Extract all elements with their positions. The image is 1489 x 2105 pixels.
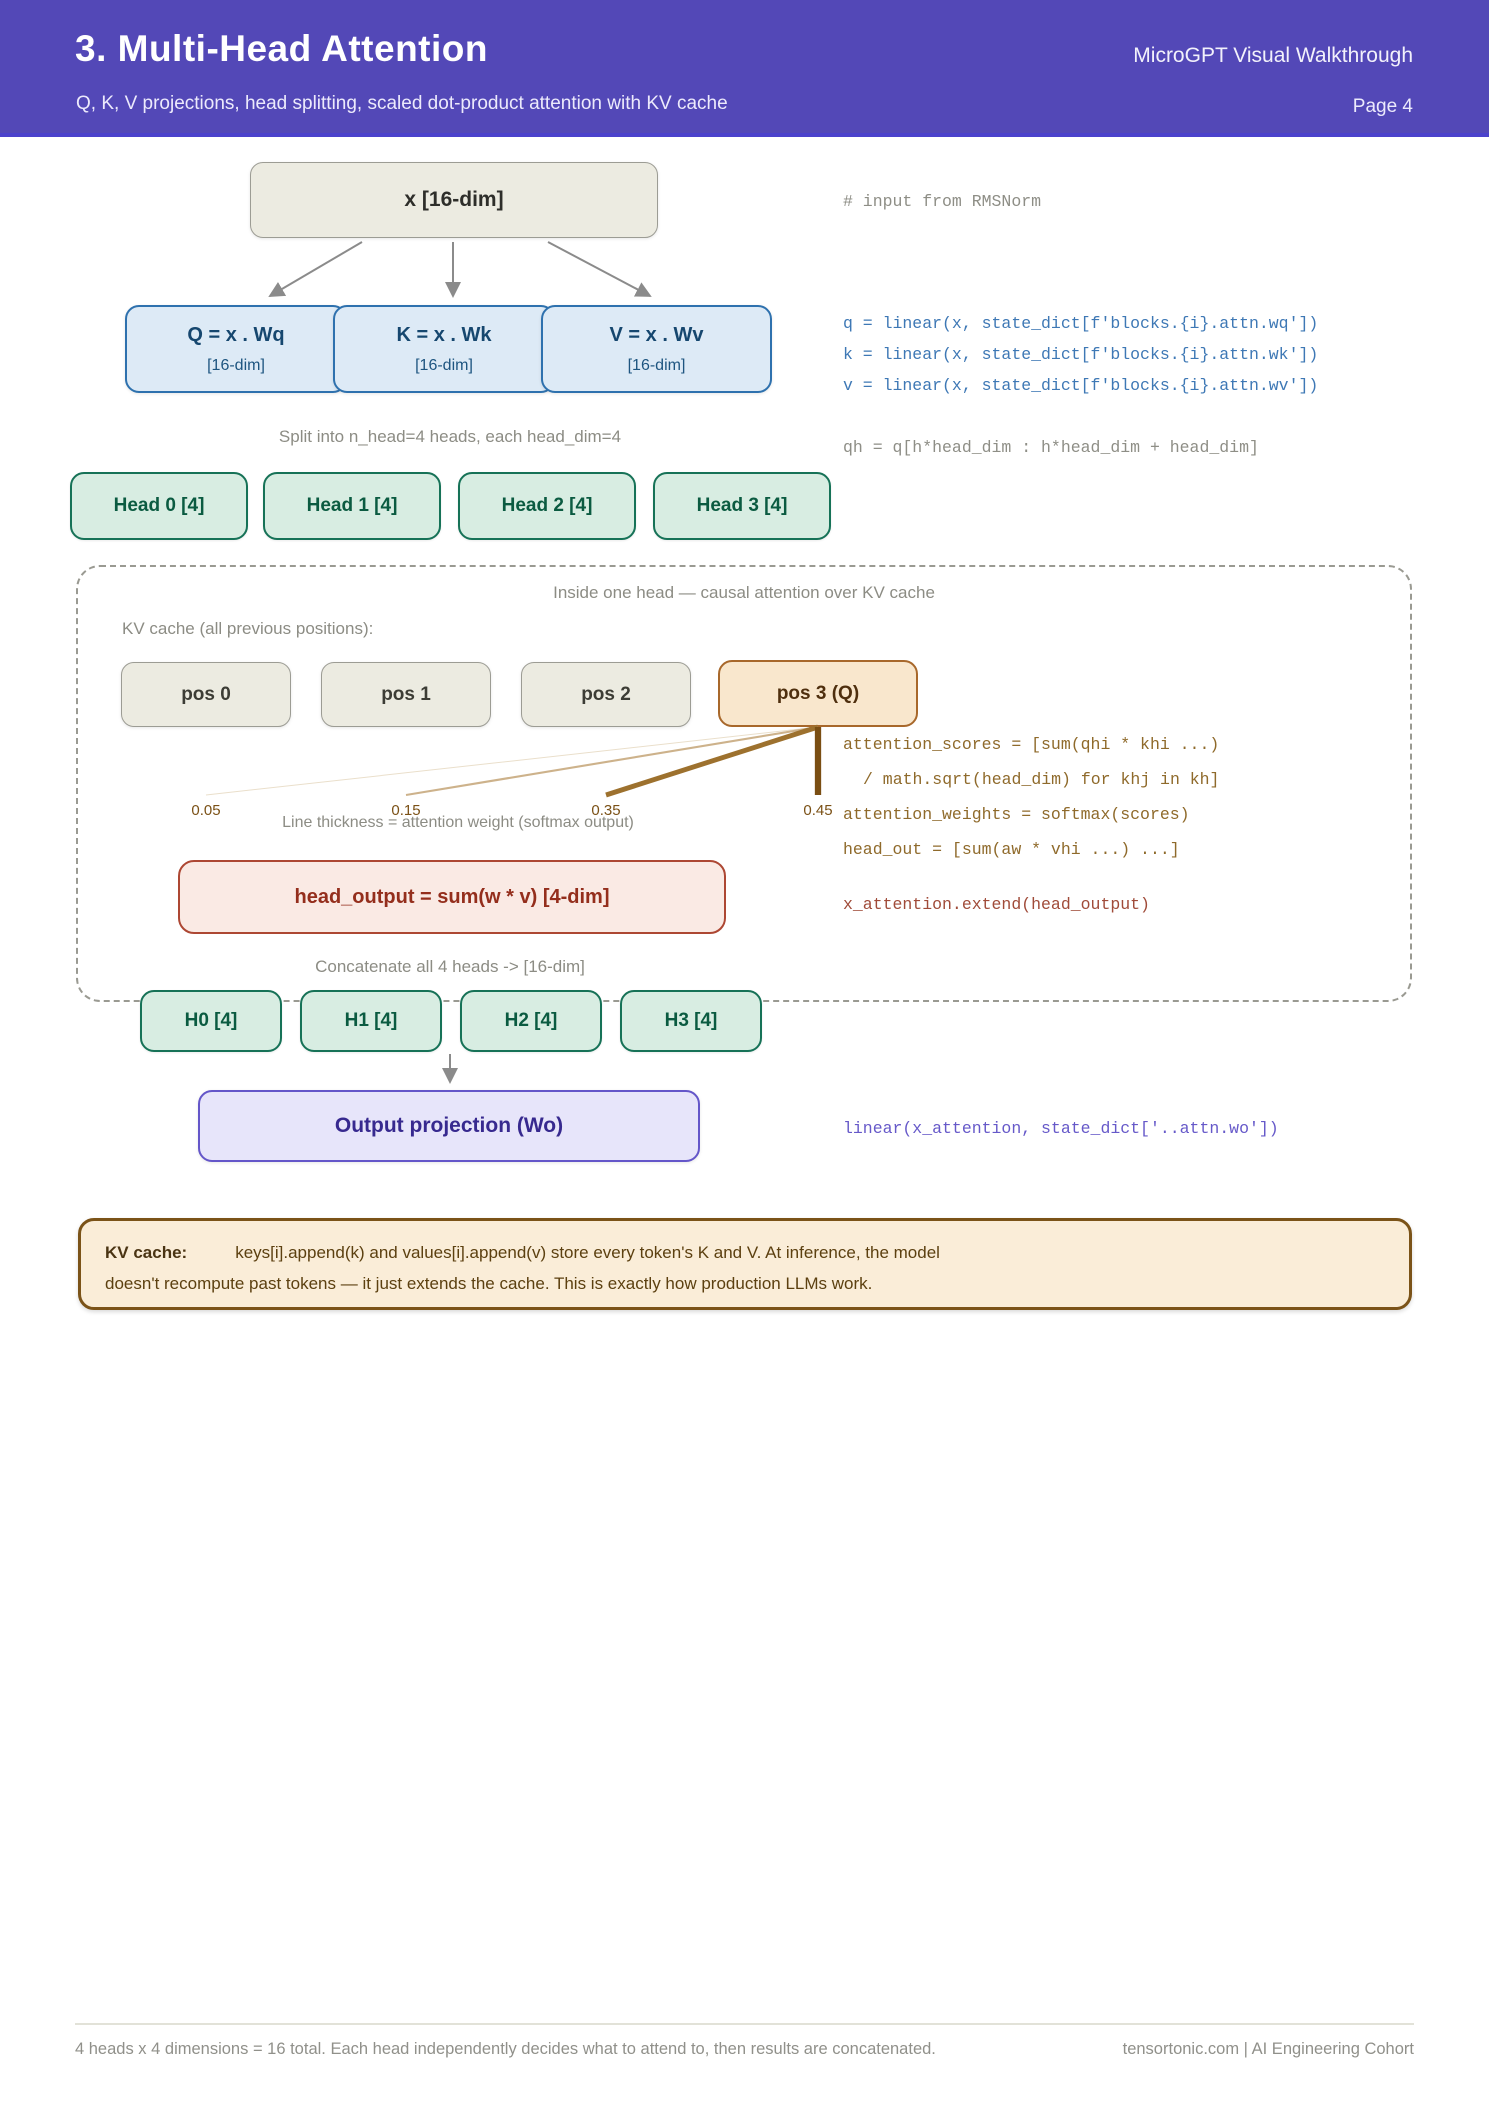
inside-head-container: Inside one head — causal attention over … <box>76 565 1412 1002</box>
projection-k-title: K = x . Wk <box>396 323 492 346</box>
callout-line-2: doesn't recompute past tokens — it just … <box>105 1268 1385 1299</box>
code-scores-line-1: attention_scores = [sum(qhi * khi ...) <box>843 735 1220 754</box>
concat-caption: Concatenate all 4 heads -> [16-dim] <box>315 957 585 976</box>
arrow-x-to-q <box>268 241 363 298</box>
projection-v-box: V = x . Wv [16-dim] <box>541 305 772 393</box>
page-number: Page 4 <box>1352 96 1413 117</box>
page-subtitle: Q, K, V projections, head splitting, sca… <box>76 93 728 114</box>
split-caption: Split into n_head=4 heads, each head_dim… <box>278 427 622 446</box>
head-2-box: Head 2 [4] <box>458 472 636 540</box>
projection-q-dim: [16-dim] <box>207 356 265 374</box>
attention-weight-label: 0.15 <box>391 802 421 819</box>
code-scores-line-2: / math.sqrt(head_dim) for khj in kh] <box>863 770 1220 789</box>
footer-note: 4 heads x 4 dimensions = 16 total. Each … <box>75 2040 936 2058</box>
projection-q-title: Q = x . Wq <box>187 323 285 346</box>
kv-cache-label: KV cache (all previous positions): <box>122 619 374 638</box>
concat-h1-box: H1 [4] <box>300 990 442 1052</box>
code-q-line: q = linear(x, state_dict[f'blocks.{i}.at… <box>843 314 1319 333</box>
projection-v-dim: [16-dim] <box>627 356 686 374</box>
code-output-line: linear(x_attention, state_dict['..attn.w… <box>843 1119 1279 1138</box>
code-k-line: k = linear(x, state_dict[f'blocks.{i}.at… <box>843 345 1319 364</box>
code-extend-line: x_attention.extend(head_output) <box>843 895 1150 914</box>
projection-k-dim: [16-dim] <box>415 356 473 374</box>
attention-weight-line <box>605 724 819 798</box>
concat-h0-box: H0 [4] <box>140 990 282 1052</box>
attention-weight-label: 0.05 <box>191 802 221 819</box>
footer-brand: tensortonic.com | AI Engineering Cohort <box>1122 2040 1414 2058</box>
code-slice-line: qh = q[h*head_dim : h*head_dim + head_di… <box>843 438 1259 457</box>
code-weights-line: attention_weights = softmax(scores) <box>843 805 1190 824</box>
brand-text: MicroGPT Visual Walkthrough <box>1133 44 1413 67</box>
projection-q-box: Q = x . Wq [16-dim] <box>125 305 347 393</box>
output-projection-box: Output projection (Wo) <box>198 1090 700 1162</box>
callout-text-1: keys[i].append(k) and values[i].append(v… <box>235 1243 940 1262</box>
attention-weight-label: 0.45 <box>803 802 833 819</box>
attention-weight-label: 0.35 <box>591 802 621 819</box>
callout-text-2: doesn't recompute past tokens — it just … <box>105 1274 873 1293</box>
projection-v-title: V = x . Wv <box>609 323 704 346</box>
head-0-box: Head 0 [4] <box>70 472 248 540</box>
pos-1-box: pos 1 <box>321 662 491 727</box>
code-comment-input: # input from RMSNorm <box>843 192 1042 211</box>
footer-divider <box>75 2023 1414 2025</box>
page-header: 3. Multi-Head Attention MicroGPT Visual … <box>0 0 1489 137</box>
code-v-line: v = linear(x, state_dict[f'blocks.{i}.at… <box>843 376 1319 395</box>
inside-head-title: Inside one head — causal attention over … <box>553 583 935 602</box>
callout-label: KV cache: <box>105 1243 188 1262</box>
attention-weight-line <box>405 725 819 797</box>
attention-weight-line <box>205 726 819 796</box>
pos-0-box: pos 0 <box>121 662 291 727</box>
page-title: 3. Multi-Head Attention <box>75 28 488 69</box>
line-thickness-caption: Line thickness = attention weight (softm… <box>282 814 634 831</box>
concat-h3-box: H3 [4] <box>620 990 762 1052</box>
concat-h2-box: H2 [4] <box>460 990 602 1052</box>
kv-cache-callout: KV cache: keys[i].append(k) and values[i]… <box>78 1218 1412 1310</box>
callout-line-1: KV cache: keys[i].append(k) and values[i]… <box>105 1237 1385 1268</box>
pos-3-query-box: pos 3 (Q) <box>718 660 918 727</box>
code-head-out-line: head_out = [sum(aw * vhi ...) ...] <box>843 840 1180 859</box>
projection-k-box: K = x . Wk [16-dim] <box>333 305 555 393</box>
head-1-box: Head 1 [4] <box>263 472 441 540</box>
arrow-x-to-v <box>547 241 652 297</box>
input-x-box: x [16-dim] <box>250 162 658 238</box>
head-output-box: head_output = sum(w * v) [4-dim] <box>178 860 726 934</box>
pos-2-box: pos 2 <box>521 662 691 727</box>
head-3-box: Head 3 [4] <box>653 472 831 540</box>
